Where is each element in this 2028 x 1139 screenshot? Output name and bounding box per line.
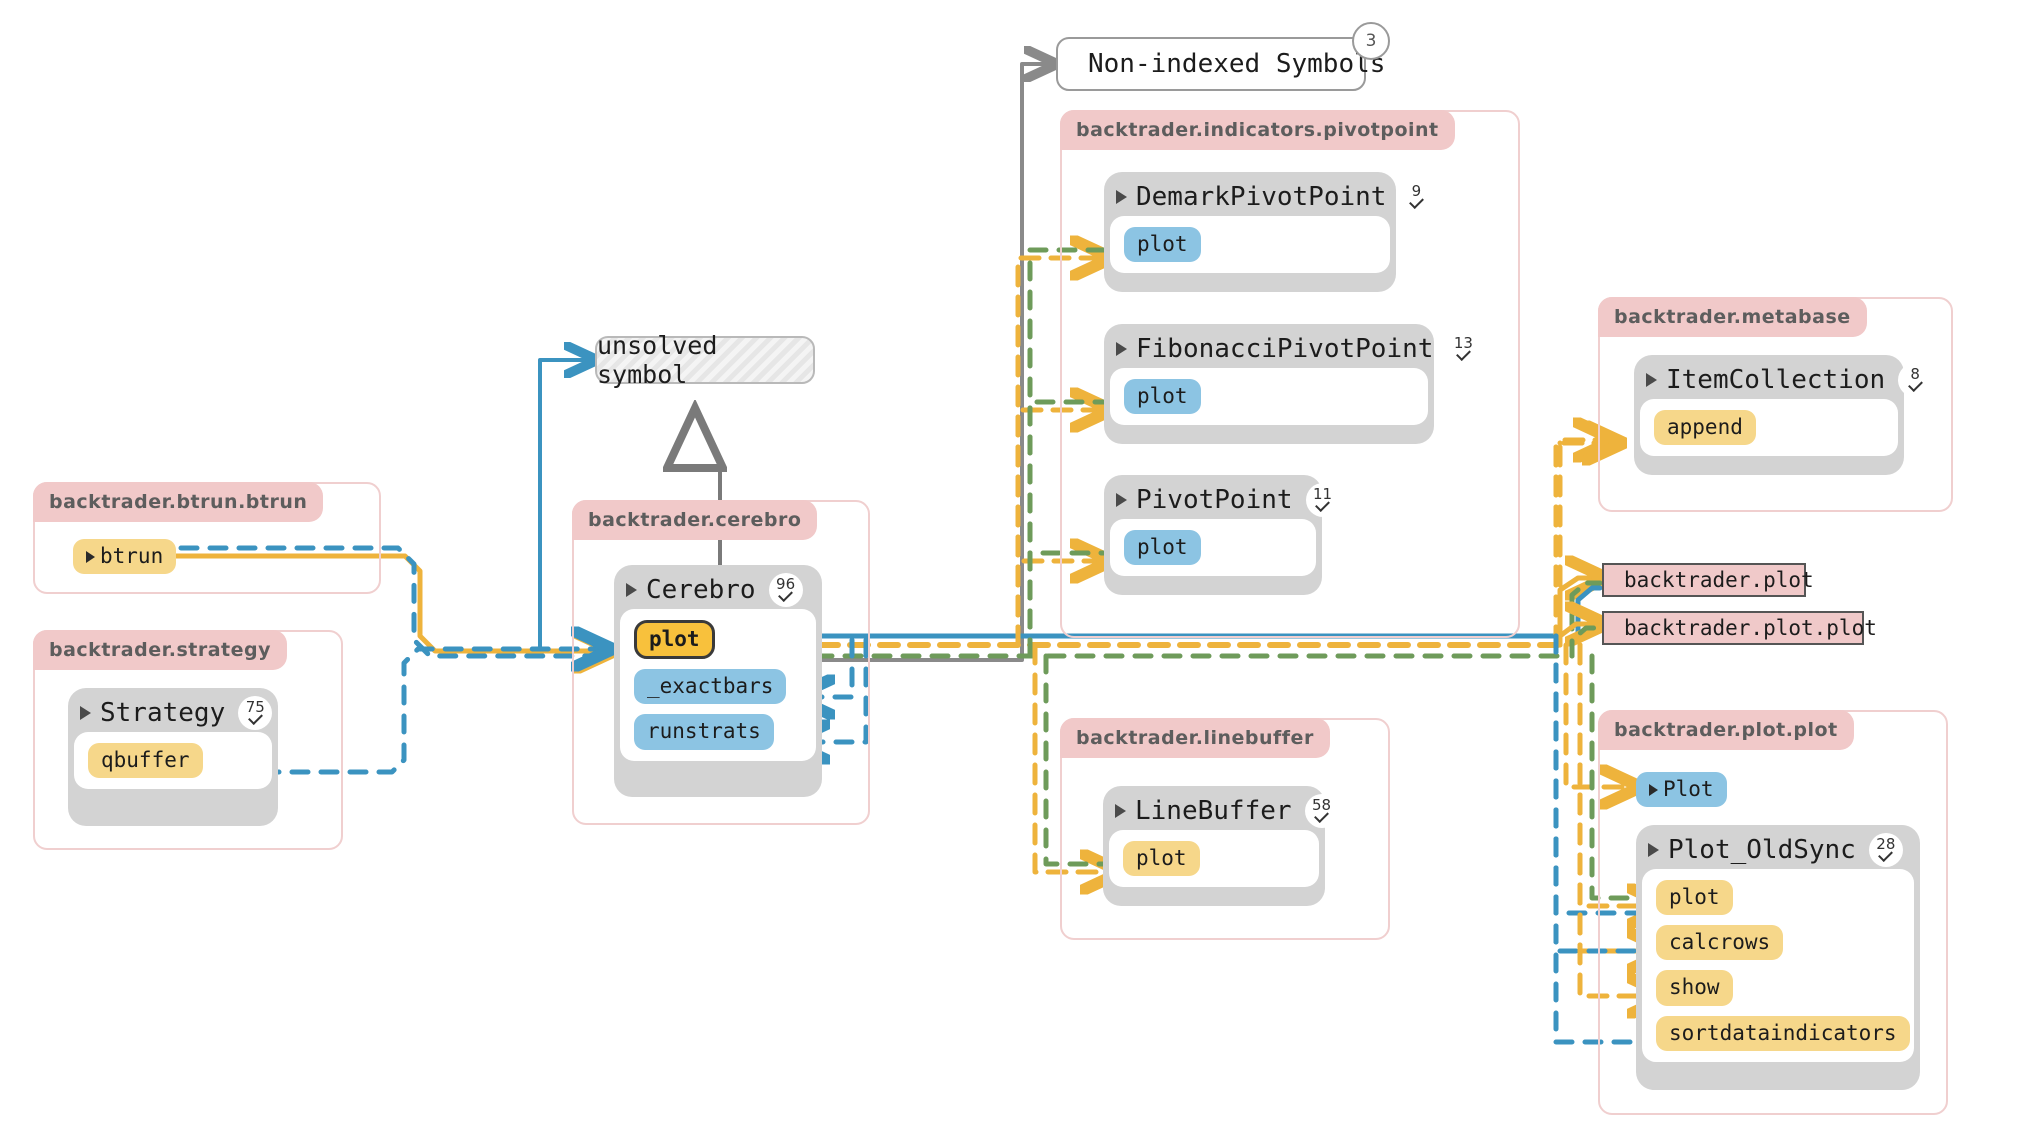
member-fibonacci-plot[interactable]: plot (1124, 379, 1201, 415)
class-pivotpoint-members: plot (1110, 519, 1316, 577)
member-runstrats[interactable]: runstrats (634, 714, 774, 750)
class-linebuffer-name: LineBuffer (1135, 796, 1292, 826)
class-fibonaccipivotpoint-count-badge[interactable]: 13 (1446, 332, 1481, 366)
module-strategy: backtrader.strategy (33, 630, 343, 850)
class-cerebro-name: Cerebro (646, 575, 756, 605)
expand-triangle-icon (86, 550, 95, 563)
class-linebuffer-members: plot (1109, 830, 1319, 888)
member-plotoldsync-plot[interactable]: plot (1656, 880, 1733, 916)
expand-triangle-icon (1116, 493, 1127, 507)
member-btrun[interactable]: btrun (73, 539, 177, 575)
module-label-btrun: backtrader.btrun.btrun (33, 482, 324, 522)
member-calcrows[interactable]: calcrows (1656, 925, 1784, 961)
member-pivotpoint-plot[interactable]: plot (1124, 530, 1201, 566)
member-demark-plot[interactable]: plot (1124, 227, 1201, 263)
expand-triangle-icon (1116, 342, 1127, 356)
unsolved-symbol-label: unsolved symbol (597, 331, 718, 389)
member-show[interactable]: show (1656, 970, 1733, 1006)
class-itemcollection-count-badge[interactable]: 8 (1898, 363, 1933, 397)
member-qbuffer[interactable]: qbuffer (88, 743, 203, 779)
module-label-metabase: backtrader.metabase (1598, 297, 1867, 337)
class-strategy-name: Strategy (100, 698, 226, 728)
member-append[interactable]: append (1654, 410, 1756, 446)
class-linebuffer-count-badge[interactable]: 58 (1304, 794, 1339, 828)
module-metabase: backtrader.metabase (1598, 297, 1953, 512)
expand-triangle-icon (1116, 190, 1127, 204)
module-label-pivotpoint: backtrader.indicators.pivotpoint (1060, 110, 1455, 150)
expand-triangle-icon (1115, 804, 1126, 818)
module-cerebro: backtrader.cerebro (572, 500, 870, 825)
class-demarkpivotpoint[interactable]: DemarkPivotPoint 9 plot (1104, 172, 1434, 292)
class-cerebro-header[interactable]: Cerebro 96 (620, 571, 816, 609)
member-exactbars[interactable]: _exactbars (634, 669, 787, 705)
module-plotplot: backtrader.plot.plot (1598, 710, 1948, 1115)
class-plotoldsync[interactable]: Plot_OldSync 28 plot calcrows show sortd… (1636, 825, 1920, 1090)
member-plot-class-ref[interactable]: Plot (1636, 772, 1727, 808)
class-cerebro-members: plot _exactbars runstrats (620, 609, 816, 761)
class-demarkpivotpoint-header[interactable]: DemarkPivotPoint 9 (1110, 178, 1434, 216)
class-pivotpoint[interactable]: PivotPoint 11 plot (1104, 475, 1340, 595)
class-demarkpivotpoint-name: DemarkPivotPoint (1136, 182, 1387, 212)
class-strategy-header[interactable]: Strategy 75 (74, 694, 273, 732)
class-plotoldsync-count-badge[interactable]: 28 (1868, 833, 1903, 867)
module-label-plotplot: backtrader.plot.plot (1598, 710, 1854, 750)
module-label-cerebro: backtrader.cerebro (572, 500, 818, 540)
class-itemcollection[interactable]: ItemCollection 8 append (1634, 355, 1933, 475)
expand-triangle-icon (1648, 843, 1659, 857)
class-plotoldsync-name: Plot_OldSync (1668, 835, 1856, 865)
unsolved-symbol-node[interactable]: unsolved symbol (595, 331, 815, 389)
module-btrun: backtrader.btrun.btrun (33, 482, 381, 594)
class-linebuffer-header[interactable]: LineBuffer 58 (1109, 792, 1339, 830)
class-fibonaccipivotpoint-header[interactable]: FibonacciPivotPoint 13 (1110, 330, 1481, 368)
class-plotoldsync-members: plot calcrows show sortdataindicators (1642, 869, 1914, 1062)
expand-triangle-icon (1649, 783, 1658, 796)
class-demarkpivotpoint-count-badge[interactable]: 9 (1399, 180, 1434, 214)
class-linebuffer[interactable]: LineBuffer 58 plot (1103, 786, 1339, 906)
class-strategy-members: qbuffer (74, 732, 272, 790)
class-pivotpoint-header[interactable]: PivotPoint 11 (1110, 481, 1340, 519)
member-sortdataindicators[interactable]: sortdataindicators (1656, 1015, 1910, 1051)
class-cerebro[interactable]: Cerebro 96 plot _exactbars runstrats (614, 565, 822, 797)
expand-triangle-icon (1646, 373, 1657, 387)
class-fibonaccipivotpoint-members: plot (1110, 368, 1428, 426)
module-linebuffer: backtrader.linebuffer (1060, 718, 1390, 940)
class-itemcollection-members: append (1640, 399, 1898, 457)
class-demarkpivotpoint-members: plot (1110, 216, 1390, 274)
module-pivotpoint: backtrader.indicators.pivotpoint (1060, 110, 1520, 638)
module-ref-backtrader-plot-plot[interactable]: backtrader.plot.plot (1602, 611, 1877, 645)
class-pivotpoint-count-badge[interactable]: 11 (1305, 483, 1340, 517)
non-indexed-symbols-label: Non-indexed Symbols (1088, 49, 1386, 79)
non-indexed-symbols-count-badge[interactable]: 3 (1352, 22, 1390, 60)
member-linebuffer-plot[interactable]: plot (1123, 841, 1200, 877)
expand-triangle-icon (80, 706, 91, 720)
class-fibonaccipivotpoint[interactable]: FibonacciPivotPoint 13 plot (1104, 324, 1481, 444)
non-indexed-symbols-node[interactable]: Non-indexed Symbols (1056, 37, 1385, 91)
class-strategy[interactable]: Strategy 75 qbuffer (68, 688, 278, 826)
class-strategy-count-badge[interactable]: 75 (238, 696, 273, 730)
class-fibonaccipivotpoint-name: FibonacciPivotPoint (1136, 334, 1434, 364)
class-itemcollection-name: ItemCollection (1666, 365, 1886, 395)
module-label-linebuffer: backtrader.linebuffer (1060, 718, 1330, 758)
class-cerebro-count-badge[interactable]: 96 (768, 573, 803, 607)
class-itemcollection-header[interactable]: ItemCollection 8 (1640, 361, 1933, 399)
module-label-strategy: backtrader.strategy (33, 630, 287, 670)
module-ref-backtrader-plot[interactable]: backtrader.plot (1602, 563, 1814, 597)
member-cerebro-plot[interactable]: plot (634, 620, 715, 660)
expand-triangle-icon (626, 583, 637, 597)
class-pivotpoint-name: PivotPoint (1136, 485, 1293, 515)
class-plotoldsync-header[interactable]: Plot_OldSync 28 (1642, 831, 1914, 869)
